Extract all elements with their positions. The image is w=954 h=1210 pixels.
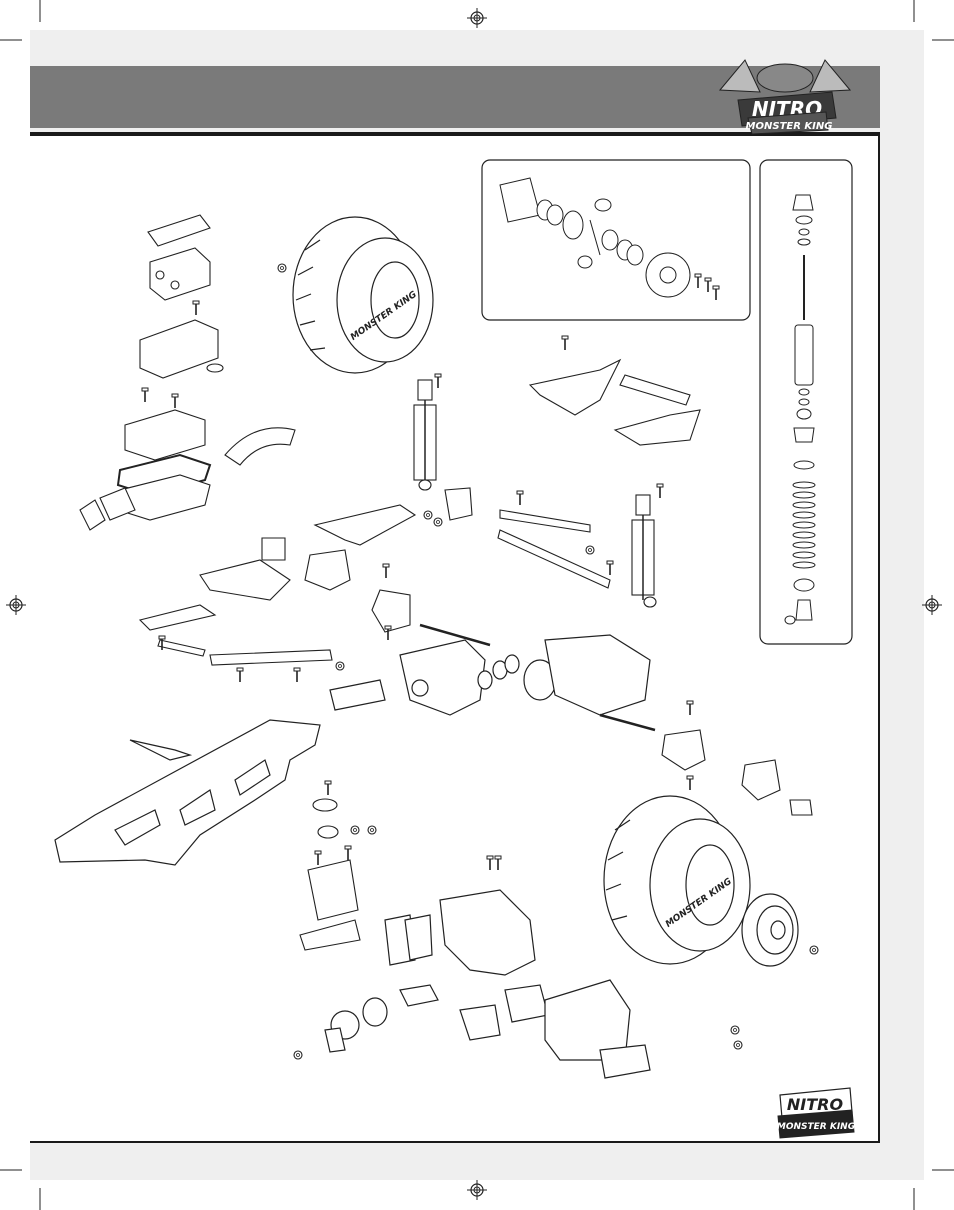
steering-knuckles xyxy=(261,487,813,816)
registration-mark-icon xyxy=(466,1179,488,1201)
logo-bottom-line: MONSTER KING xyxy=(746,121,833,132)
rear-shock xyxy=(631,494,657,608)
suspension-arms-and-links xyxy=(138,358,701,666)
registration-mark-icon xyxy=(466,7,488,29)
engine xyxy=(324,889,651,1079)
footer-logo-bottom-line: MONSTER KING xyxy=(777,1122,855,1132)
shock-exploded-parts xyxy=(784,194,816,625)
header-rule xyxy=(30,132,880,137)
registration-mark-icon xyxy=(5,594,27,616)
hardware-nuts xyxy=(293,510,743,1060)
servo-assembly xyxy=(299,798,361,951)
rear-tire xyxy=(603,795,751,965)
rear-wheel-rim xyxy=(741,893,799,967)
front-shock xyxy=(413,379,437,491)
brand-logo-header: NITRO MONSTER KING xyxy=(718,59,852,135)
registration-mark-icon xyxy=(921,594,943,616)
footer-logo-top-line: NITRO xyxy=(787,1095,844,1114)
battery-and-receiver-box xyxy=(79,214,296,531)
footer-rule xyxy=(30,1141,880,1143)
front-axle-housing xyxy=(329,623,656,732)
differential-exploded-parts xyxy=(499,177,691,298)
front-tire xyxy=(292,216,434,374)
chassis-plate xyxy=(54,719,321,866)
brand-logo-footer: NITRO MONSTER KING xyxy=(777,1087,855,1139)
